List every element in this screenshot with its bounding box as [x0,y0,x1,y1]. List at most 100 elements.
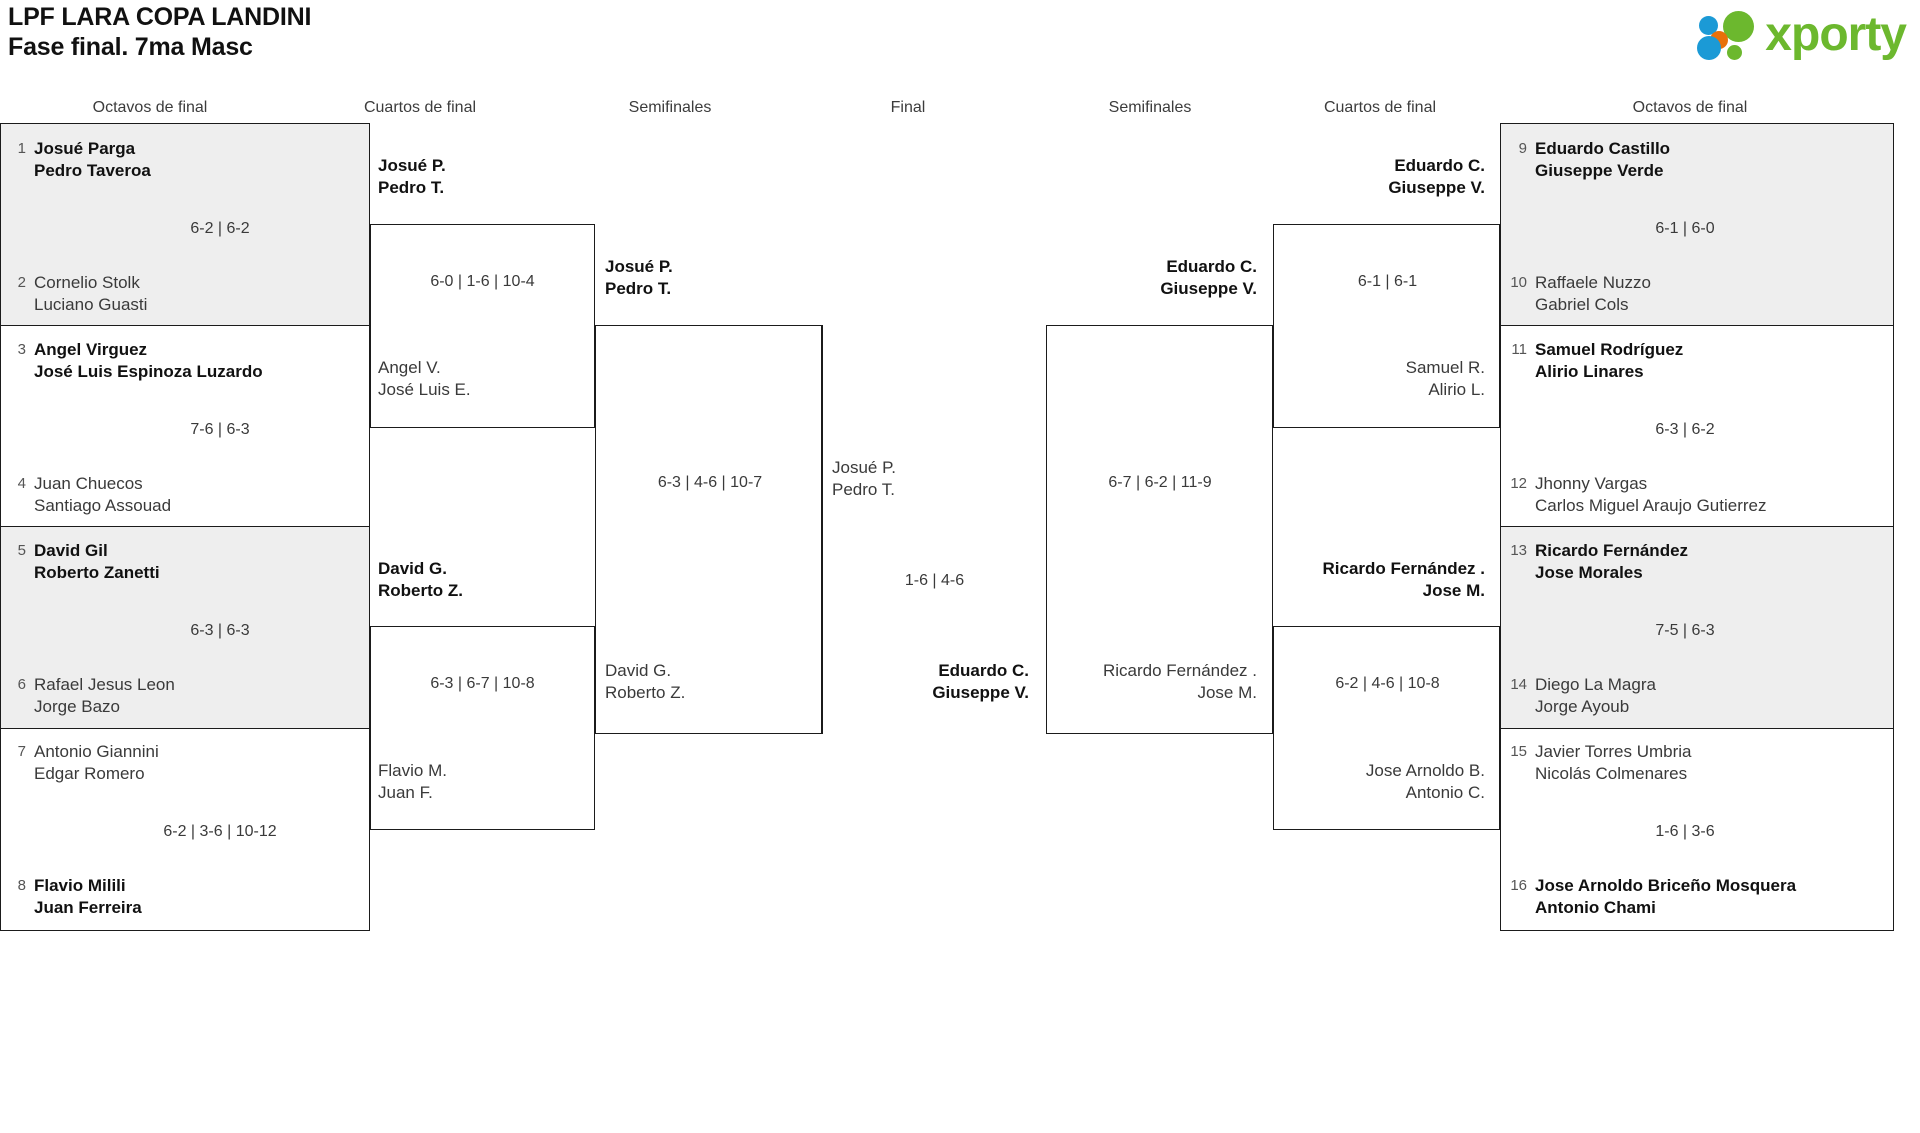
left-sf-entry-1[interactable]: Josué P. Pedro T. [605,256,815,300]
player-name: Pedro T. [605,279,672,298]
player-name: Pedro Taveroa [34,161,151,180]
player-name: Giuseppe Verde [1535,161,1664,180]
player-name: David G. [605,661,672,680]
right-qf-score-1: 6-1 | 6-1 [1357,273,1418,290]
player-name: Flavio M. [378,761,447,780]
player-name: Roberto Zanetti [34,563,160,582]
seed-number: 10 [1510,274,1527,291]
left-sf-entry-2[interactable]: David G. Roberto Z. [605,660,815,704]
player-name: Cornelio Stolk [34,273,140,292]
left-r16-entry-1[interactable]: 1 Josué Parga Pedro Taveroa [4,138,366,182]
left-qf-entry-4[interactable]: Flavio M. Juan F. [378,760,593,804]
right-r16-div-3 [1500,728,1894,729]
right-sf-entry-2[interactable]: Ricardo Fernández . Jose M. [1055,660,1265,704]
player-name: Angel V. [378,358,441,377]
right-r16-score-3: 7-5 | 6-3 [1655,622,1715,639]
player-name: Jose Arnoldo B. [1365,761,1485,780]
right-r16-entry-16[interactable]: 16 Jose Arnoldo Briceño Mosquera Antonio… [1505,875,1890,919]
logo-wordmark: xporty [1765,8,1907,61]
page-header: LPF LARA COPA LANDINI Fase final. 7ma Ma… [0,0,1920,72]
player-name: Luciano Guasti [34,295,148,314]
right-sf-score: 6-7 | 6-2 | 11-9 [1108,474,1212,491]
player-name: Jose Morales [1535,563,1643,582]
left-r16-entry-4[interactable]: 4 Juan Chuecos Santiago Assouad [4,473,366,517]
round-label-final: Final [890,99,926,116]
right-r16-score-4: 1-6 | 3-6 [1655,823,1715,840]
seed-number: 6 [17,676,26,693]
tournament-phase: Fase final. 7ma Masc [8,33,253,61]
left-r16-score-4: 6-2 | 3-6 | 10-12 [163,823,277,840]
seed-number: 16 [1510,877,1527,894]
seed-number: 1 [17,140,26,157]
right-qf-entry-4[interactable]: Jose Arnoldo B. Antonio C. [1283,760,1493,804]
left-r16-div-1 [0,325,370,326]
player-name: José Luis E. [378,380,471,399]
player-name: Angel Virguez [34,340,148,359]
right-r16-entry-15[interactable]: 15 Javier Torres Umbria Nicolás Colmenar… [1505,741,1890,785]
right-r16-entry-10[interactable]: 10 Raffaele Nuzzo Gabriel Cols [1505,272,1890,316]
player-name: Josué Parga [34,139,136,158]
right-qf-entry-3[interactable]: Ricardo Fernández . Jose M. [1263,558,1493,602]
left-sf-score: 6-3 | 4-6 | 10-7 [657,474,763,491]
right-r16-entry-14[interactable]: 14 Diego La Magra Jorge Ayoub [1505,674,1890,718]
seed-number: 12 [1510,475,1527,492]
right-r16-shade-3 [1501,526,1893,728]
left-r16-entry-8[interactable]: 8 Flavio Milili Juan Ferreira [4,875,366,919]
tournament-name: LPF LARA COPA LANDINI [8,3,312,31]
left-qf-score-2: 6-3 | 6-7 | 10-8 [430,675,535,692]
left-r16-entry-6[interactable]: 6 Rafael Jesus Leon Jorge Bazo [4,674,366,718]
right-r16-entry-11[interactable]: 11 Samuel Rodríguez Alirio Linares [1505,339,1890,383]
left-qf-entry-3[interactable]: David G. Roberto Z. [378,558,593,602]
player-name: David Gil [34,541,108,560]
left-r16-entry-2[interactable]: 2 Cornelio Stolk Luciano Guasti [4,272,366,316]
seed-number: 9 [1518,140,1527,157]
right-r16-shade-1 [1501,124,1893,326]
right-r16-entry-9[interactable]: 9 Eduardo Castillo Giuseppe Verde [1505,138,1890,182]
right-qf-box-1 [1273,224,1500,428]
player-name: Samuel Rodríguez [1535,340,1684,359]
seed-number: 13 [1510,542,1527,559]
right-qf-entry-1[interactable]: Eduardo C. Giuseppe V. [1283,155,1493,199]
player-name: José Luis Espinoza Luzardo [34,362,263,381]
player-name: Josué P. [832,458,896,477]
right-sf-entry-1[interactable]: Eduardo C. Giuseppe V. [1055,256,1265,300]
player-name: Juan Ferreira [34,898,142,917]
left-qf-score-1: 6-0 | 1-6 | 10-4 [430,273,535,290]
left-qf-box-1 [370,224,595,428]
player-name: Edgar Romero [34,764,145,783]
player-name: Flavio Milili [34,876,126,895]
player-name: Juan F. [378,783,433,802]
player-name: Gabriel Cols [1535,295,1629,314]
xporty-logo: xporty [1697,8,1907,62]
left-r16-entry-3[interactable]: 3 Angel Virguez José Luis Espinoza Luzar… [4,339,366,383]
seed-number: 3 [17,341,26,358]
page-title: LPF LARA COPA LANDINI Fase final. 7ma Ma… [8,2,311,62]
player-name: Eduardo C. [1166,257,1257,276]
right-r16-entry-13[interactable]: 13 Ricardo Fernández Jose Morales [1505,540,1890,584]
final-left-connector [822,325,823,734]
seed-number: 2 [17,274,26,291]
left-qf-entry-1[interactable]: Josué P. Pedro T. [378,155,593,199]
logo-dots-icon [1697,10,1763,60]
left-r16-entry-7[interactable]: 7 Antonio Giannini Edgar Romero [4,741,366,785]
left-r16-entry-5[interactable]: 5 David Gil Roberto Zanetti [4,540,366,584]
final-entry-bottom[interactable]: Eduardo C. Giuseppe V. [832,660,1037,704]
left-r16-score-2: 7-6 | 6-3 [190,421,250,438]
right-qf-entry-2[interactable]: Samuel R. Alirio L. [1283,357,1493,401]
round-label-left-qf: Cuartos de final [363,99,477,116]
player-name: Eduardo Castillo [1535,139,1671,158]
left-r16-shade-1 [1,124,369,326]
player-name: Santiago Assouad [34,496,172,515]
left-qf-entry-2[interactable]: Angel V. José Luis E. [378,357,593,401]
player-name: Samuel R. [1405,358,1485,377]
player-name: Alirio L. [1428,380,1485,399]
right-r16-entry-12[interactable]: 12 Jhonny Vargas Carlos Miguel Araujo Gu… [1505,473,1890,517]
seed-number: 5 [17,542,26,559]
player-name: Diego La Magra [1535,675,1656,694]
player-name: Pedro T. [378,178,445,197]
final-entry-top[interactable]: Josué P. Pedro T. [832,457,1037,501]
player-name: Antonio Giannini [34,742,159,761]
player-name: Josué P. [378,156,446,175]
player-name: Eduardo C. [1394,156,1485,175]
